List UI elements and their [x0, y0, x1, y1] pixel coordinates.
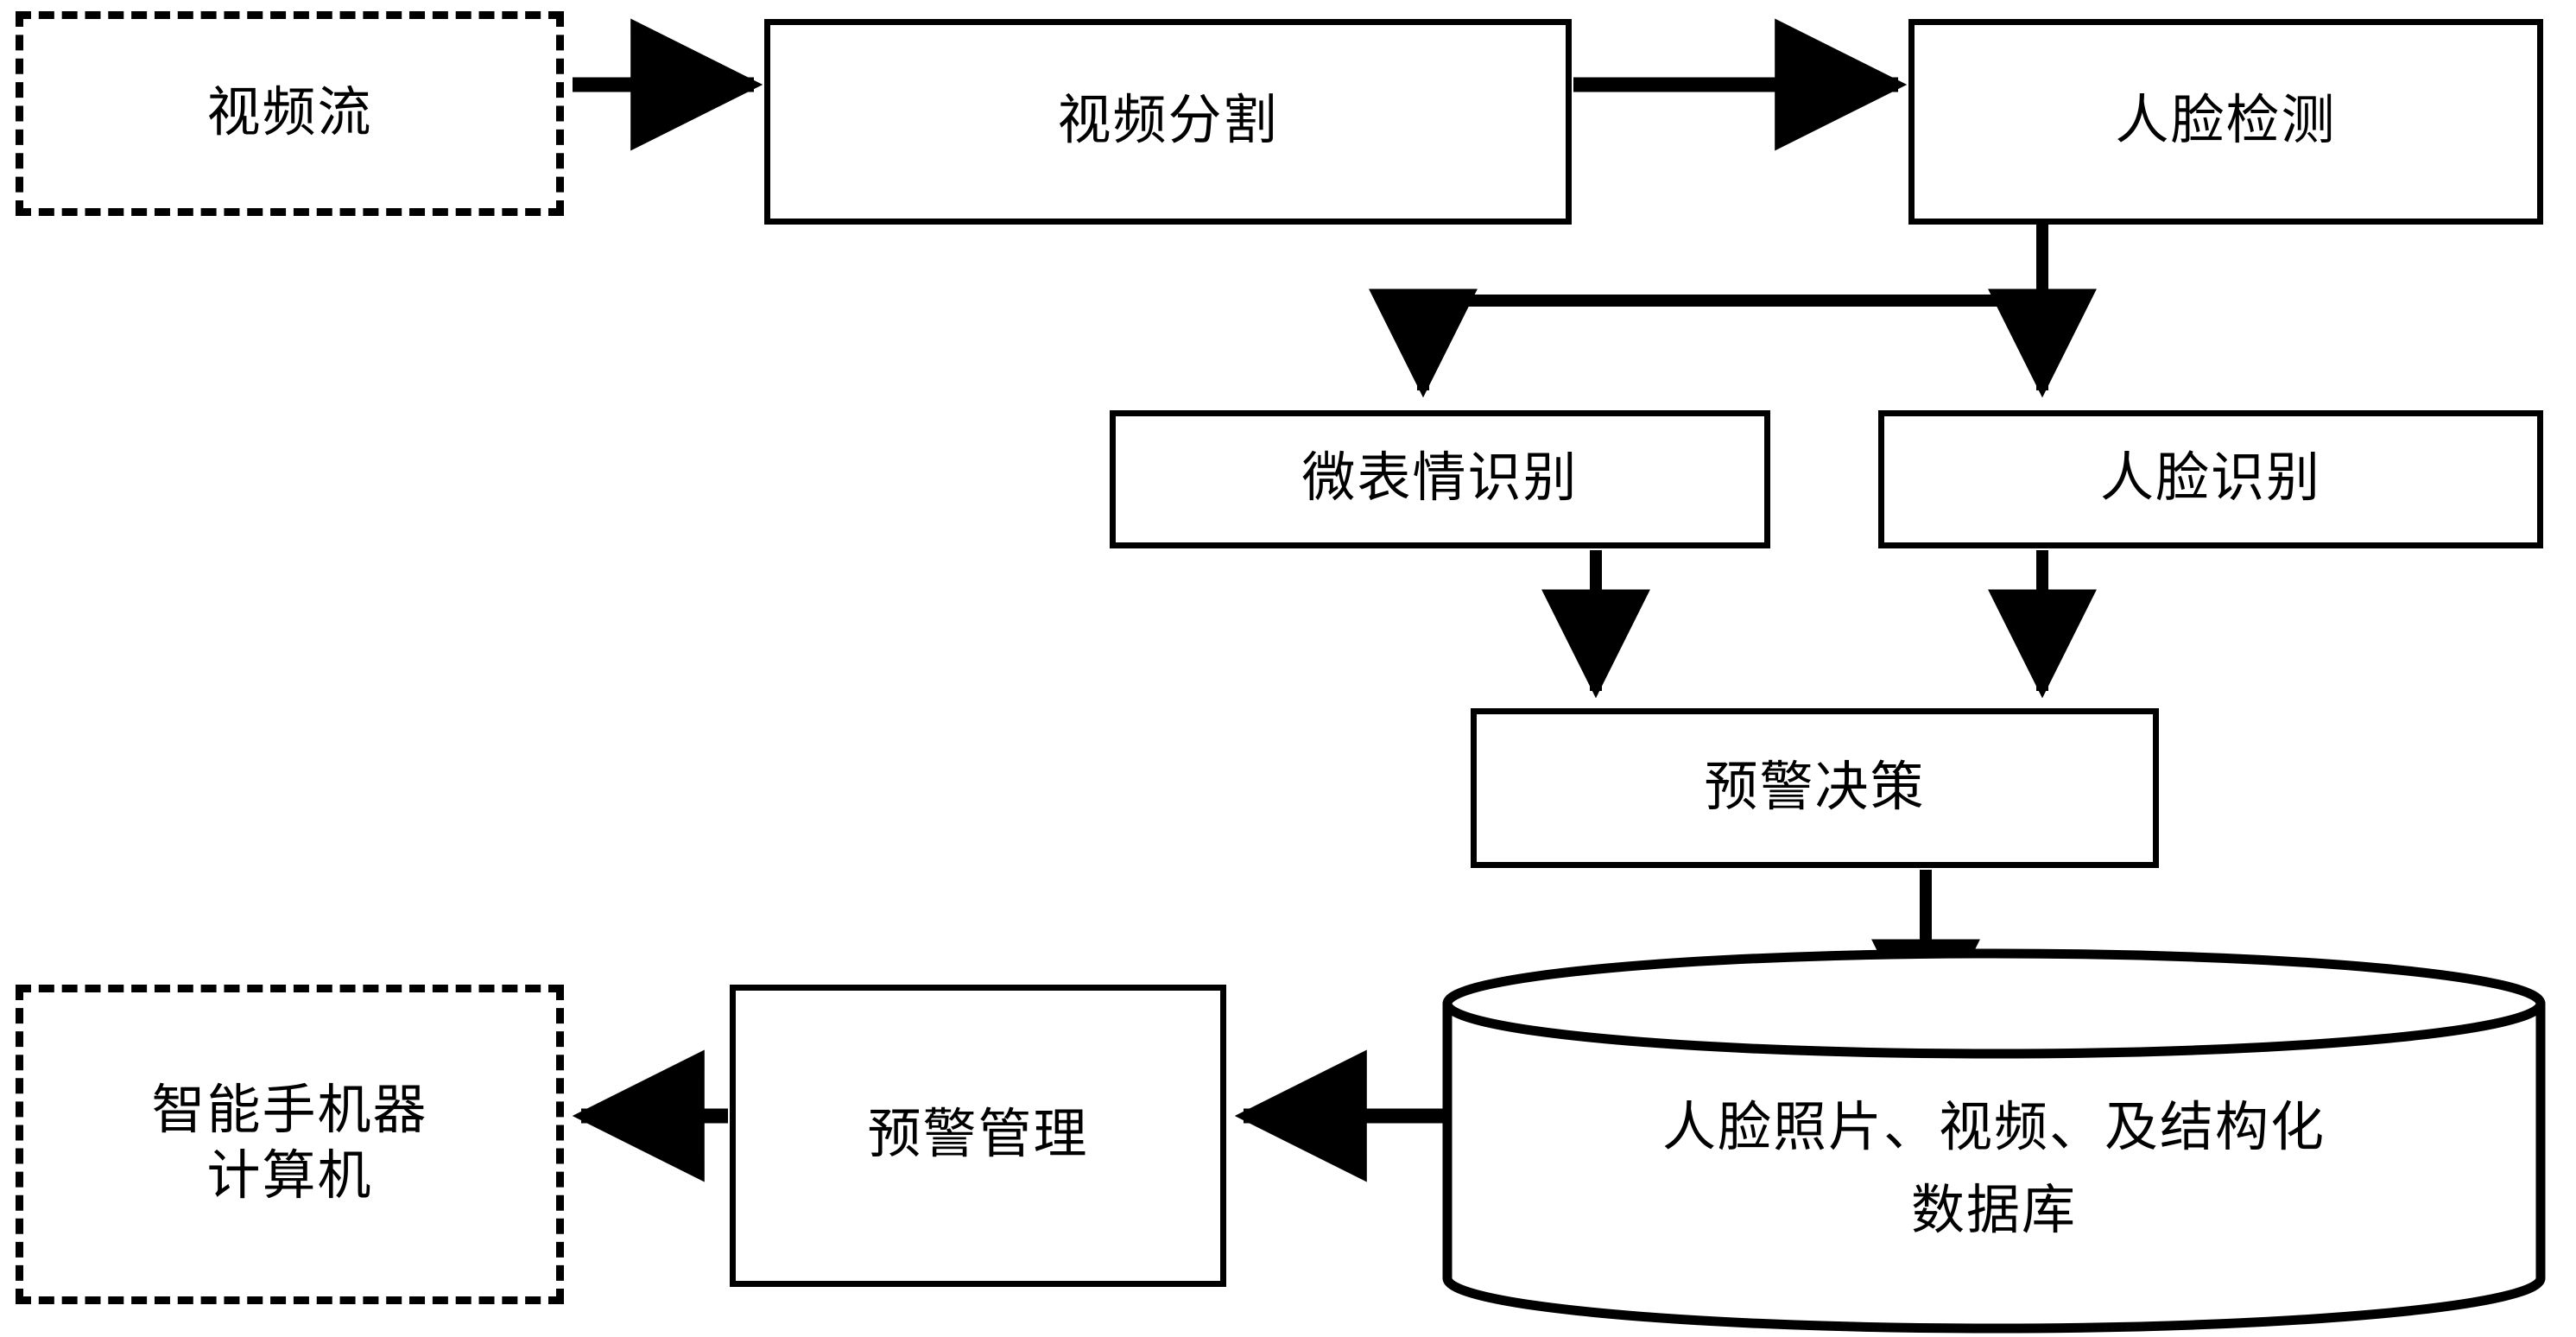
node-face-recognition-label: 人脸识别	[2099, 449, 2321, 509]
node-warning-management[interactable]: 预警管理	[730, 985, 1226, 1287]
node-micro-expression-recognition-label: 微表情识别	[1301, 449, 1579, 509]
node-face-database-label: 人脸照片、视频、及结构化 数据库	[1661, 1099, 2326, 1241]
node-video-stream-label: 视频流	[206, 83, 373, 143]
node-warning-decision-label: 预警决策	[1704, 757, 1926, 817]
node-face-detection[interactable]: 人脸检测	[1908, 19, 2543, 225]
node-micro-expression-recognition[interactable]: 微表情识别	[1110, 410, 1770, 548]
node-video-segmentation[interactable]: 视频分割	[764, 19, 1572, 225]
node-face-recognition[interactable]: 人脸识别	[1878, 410, 2543, 548]
node-smartphone-computer[interactable]: 智能手机器 计算机	[16, 985, 564, 1304]
node-video-segmentation-label: 视频分割	[1057, 92, 1279, 151]
cylinder-shape	[1442, 948, 2546, 1334]
arrow-face-detection-branch	[1369, 223, 2097, 398]
node-face-detection-label: 人脸检测	[2115, 92, 2337, 151]
node-video-stream[interactable]: 视频流	[16, 11, 564, 216]
node-warning-management-label: 预警管理	[867, 1106, 1089, 1165]
node-face-database[interactable]: 人脸照片、视频、及结构化 数据库	[1442, 948, 2546, 1334]
node-warning-decision[interactable]: 预警决策	[1471, 708, 2159, 868]
node-smartphone-computer-label: 智能手机器 计算机	[151, 1081, 428, 1206]
